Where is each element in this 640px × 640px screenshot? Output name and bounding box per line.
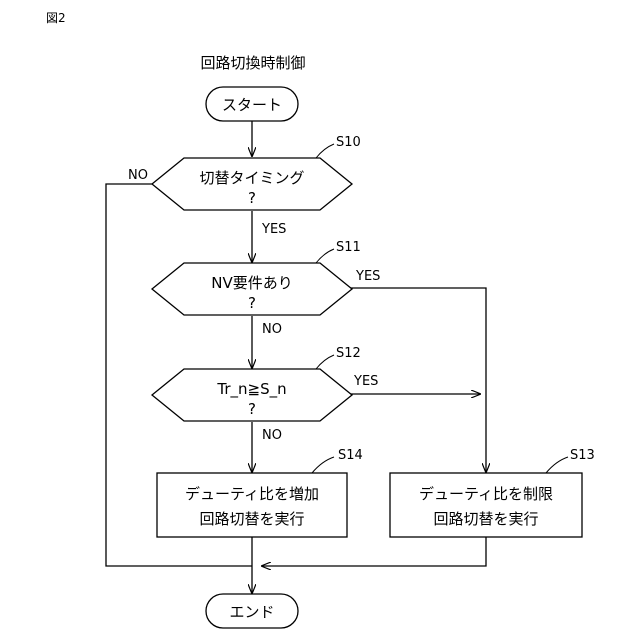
s14-step-label: S14: [338, 448, 363, 463]
s10-no-label: NO: [128, 168, 148, 183]
figure-label: 図2: [46, 11, 66, 25]
s11-step-leader: [316, 249, 334, 263]
s11-text-line1: NV要件あり: [211, 274, 292, 292]
end-terminal: エンド: [206, 594, 298, 628]
s12-text-line1: Tr_n≧S_n: [216, 380, 286, 399]
arrow-s13-to-end: [262, 537, 486, 566]
s11-text-line2: ?: [248, 294, 256, 312]
s14-text-line2: 回路切替を実行: [199, 510, 304, 528]
start-terminal: スタート: [206, 87, 298, 121]
s11-no-label: NO: [262, 322, 282, 337]
s10-text-line2: ?: [248, 189, 256, 207]
s10-text-line1: 切替タイミング: [199, 169, 304, 187]
s12-step-label: S12: [336, 346, 361, 361]
s12-yes-label: YES: [353, 374, 378, 389]
s10-yes-label: YES: [261, 222, 286, 237]
process-s14: デューティ比を増加 回路切替を実行: [157, 473, 347, 537]
s11-yes-label: YES: [355, 269, 380, 284]
decision-s10: 切替タイミング ?: [152, 158, 352, 210]
s12-step-leader: [316, 355, 334, 369]
decision-s11: NV要件あり ?: [152, 263, 352, 315]
process-s13: デューティ比を制限 回路切替を実行: [390, 473, 582, 537]
start-label: スタート: [222, 96, 282, 114]
s14-text-line1: デューティ比を増加: [185, 485, 319, 503]
s13-step-label: S13: [570, 448, 595, 463]
s14-step-leader: [312, 457, 334, 473]
s10-step-label: S10: [336, 135, 361, 150]
s13-text-line1: デューティ比を制限: [419, 485, 553, 503]
s11-step-label: S11: [336, 240, 361, 255]
s10-step-leader: [316, 144, 334, 158]
s12-text-line2: ?: [248, 400, 256, 418]
s13-step-leader: [546, 457, 568, 473]
s13-text-line2: 回路切替を実行: [433, 510, 538, 528]
diagram-title: 回路切換時制御: [200, 54, 305, 72]
s12-no-label: NO: [262, 428, 282, 443]
end-label: エンド: [229, 603, 274, 621]
decision-s12: Tr_n≧S_n ?: [152, 369, 352, 421]
